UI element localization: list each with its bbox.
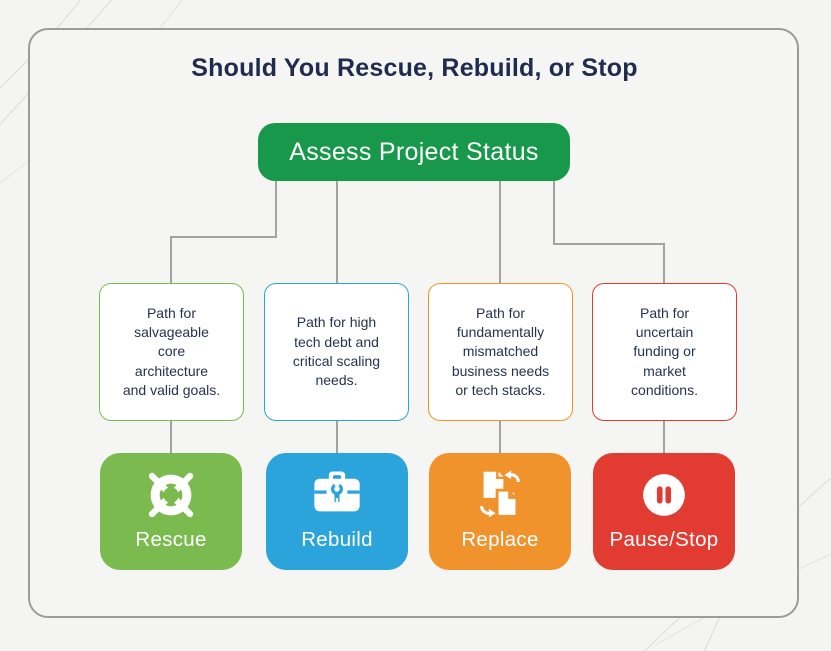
- connector-desc-action-rescue: [170, 421, 172, 453]
- action-box-rescue: Rescue: [100, 453, 242, 570]
- connector-root-replace: [499, 181, 501, 283]
- root-node-label: Assess Project Status: [289, 137, 539, 166]
- connector-desc-action-replace: [499, 421, 501, 453]
- description-text: Path for uncertain funding or market con…: [631, 304, 698, 398]
- root-node-assess-project-status: Assess Project Status: [258, 123, 570, 181]
- toolbox-icon: [314, 471, 360, 512]
- swap-documents-icon: [480, 470, 520, 518]
- description-box-replace: Path for fundamentally mismatched busine…: [428, 283, 573, 421]
- connector-root-pause-stop: [553, 243, 665, 245]
- page-title: Should You Rescue, Rebuild, or Stop: [191, 54, 638, 82]
- connector-root-rescue: [275, 181, 277, 238]
- description-box-pause-stop: Path for uncertain funding or market con…: [592, 283, 737, 421]
- connector-root-rescue: [170, 236, 277, 238]
- action-label: Rebuild: [301, 528, 373, 551]
- description-text: Path for salvageable core architecture a…: [122, 304, 221, 398]
- description-text: Path for high tech debt and critical sca…: [292, 314, 381, 389]
- connector-root-pause-stop: [553, 181, 555, 243]
- description-box-rescue: Path for salvageable core architecture a…: [99, 283, 244, 421]
- action-label: Replace: [461, 528, 539, 551]
- action-box-replace: Replace: [429, 453, 571, 570]
- action-label: Pause/Stop: [609, 528, 719, 551]
- connector-root-rescue: [170, 238, 172, 283]
- action-label: Rescue: [135, 528, 207, 551]
- connector-desc-action-rebuild: [336, 421, 338, 453]
- lifebuoy-icon: [148, 472, 194, 518]
- description-box-rebuild: Path for high tech debt and critical sca…: [264, 283, 409, 421]
- connector-desc-action-pause-stop: [663, 421, 665, 453]
- connector-root-rebuild: [336, 181, 338, 283]
- pause-icon: [643, 474, 685, 516]
- action-box-pause-stop: Pause/Stop: [593, 453, 735, 570]
- connector-root-pause-stop: [663, 245, 665, 283]
- action-box-rebuild: Rebuild: [266, 453, 408, 570]
- description-text: Path for fundamentally mismatched busine…: [451, 304, 550, 398]
